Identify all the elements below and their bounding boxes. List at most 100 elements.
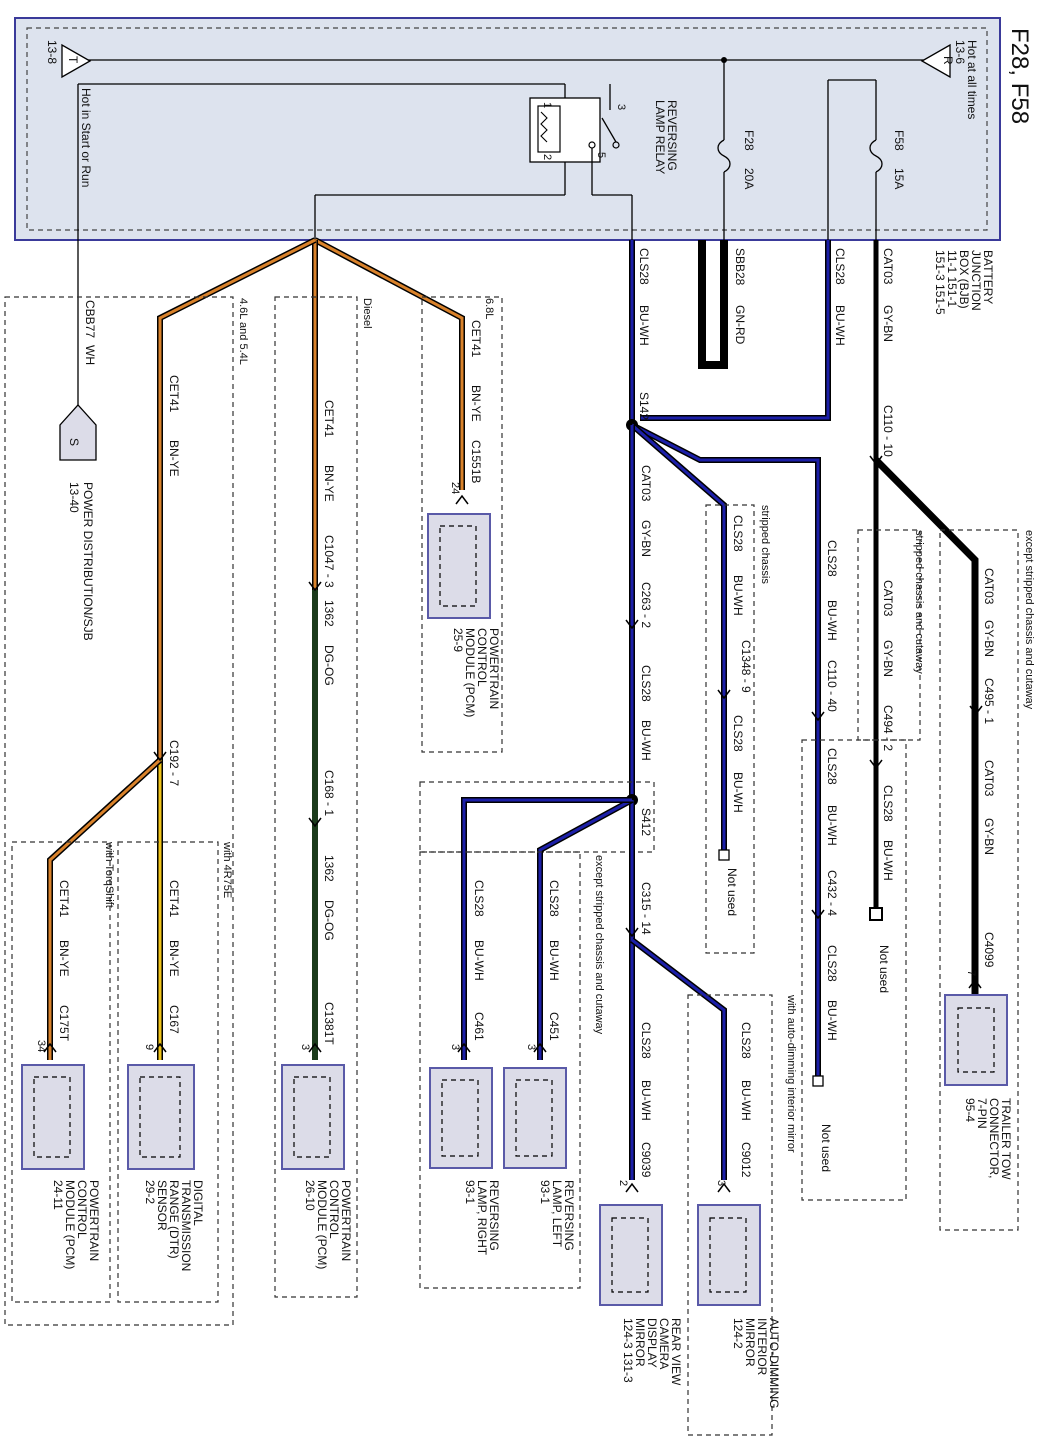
rear-view-camera-mirror — [599, 1204, 663, 1306]
wire-label-cet41-dtr: CET41 — [167, 880, 181, 918]
wire-sbb28-loop — [698, 240, 728, 369]
wire-color-cls28-camera: BU-WH — [639, 1080, 653, 1121]
fuse-f58-symbol — [869, 139, 883, 173]
relay-name-line-2: LAMP RELAY — [653, 100, 667, 174]
auto-dimming-line-2: INTERIOR — [755, 1318, 769, 1376]
cond-box-c432 — [801, 739, 907, 1201]
wire-label-1362-a: 1362 — [322, 600, 336, 627]
wire-cls28-mirror — [631, 938, 726, 1180]
marker-c1047 — [308, 581, 322, 592]
not-used-c432: Not used — [819, 1124, 833, 1172]
conn-c9012: C9012 — [739, 1142, 753, 1178]
conn-c9012-pin: 3 — [715, 1180, 727, 1186]
trailer-tow-line-2: CONNECTOR, — [987, 1098, 1001, 1178]
marker-c175t — [43, 1042, 57, 1053]
wire-label-cls28-c432b: CLS28 — [825, 945, 839, 982]
rear-view-camera-inner — [611, 1217, 649, 1293]
rear-view-camera-line-4: MIRROR — [633, 1318, 647, 1367]
cond-except-stripped: except stripped chassis and cutaway — [1023, 530, 1035, 710]
conn-c9039-pin: 2 — [617, 1180, 629, 1186]
marker-c461 — [457, 1042, 471, 1053]
conn-c263-2: C263 - 2 — [639, 582, 653, 628]
conn-c4099: C4099 — [982, 932, 996, 968]
dtr-line-5: 29-2 — [143, 1180, 157, 1204]
marker-c4099 — [968, 978, 982, 989]
conn-c451-pin: 3 — [525, 1044, 537, 1050]
dtr-sensor — [127, 1064, 195, 1170]
auto-dimming-inner — [709, 1217, 747, 1293]
wire-label-cat03-1: CAT03 — [881, 248, 895, 285]
conn-c168-1: C168 - 1 — [322, 770, 336, 816]
cap-not-used-c1348 — [718, 849, 730, 861]
wire-label-cls28-c432a: CLS28 — [825, 748, 839, 785]
trailer-tow-inner — [957, 1007, 995, 1073]
wire-label-cat03-3: CAT03 — [982, 760, 996, 797]
wire-color-cet41-gas: BN-YE — [167, 440, 181, 477]
pcm-ts-line-1: POWERTRAIN — [87, 1180, 101, 1261]
wire-color-cls28-trunk-b: BU-WH — [639, 720, 653, 761]
marker-c9012 — [717, 1182, 731, 1193]
wire-label-cls28-trunk-a: CAT03 — [639, 465, 653, 502]
wire-label-cbb77: CBB77 — [83, 300, 97, 338]
trailer-tow-line-4: 95-4 — [963, 1098, 977, 1122]
dtr-line-3: RANGE (DTR) — [167, 1180, 181, 1259]
auto-dimming-mirror — [697, 1204, 761, 1306]
relay-pin-5: 5 — [595, 152, 607, 158]
cond-box-stripped-cutaway — [857, 529, 921, 741]
hot-in-start-run-label: Hot in Start or Run — [79, 88, 93, 187]
rev-lamp-left-line-2: LAMP, LEFT — [550, 1180, 564, 1248]
pcm-68-line-4: 25-9 — [451, 628, 465, 652]
bjb-name-line-3: BOX (BJB) — [957, 250, 971, 309]
wire-label-cls28-1: CLS28 — [833, 248, 847, 285]
trailer-tow-line-3: 7-PIN — [975, 1098, 989, 1129]
power-distribution-label: POWER DISTRIBUTION/SJB — [81, 482, 95, 641]
cap-not-used-c432 — [812, 1075, 824, 1087]
pcm-68-line-2: CONTROL — [475, 628, 489, 687]
conn-c461: C461 — [472, 1012, 486, 1041]
wire-cls28-lamp-right — [462, 798, 632, 1060]
fuse-f28-rating: 20A — [742, 168, 756, 189]
cond-box-except-stripped — [939, 529, 1019, 1231]
marker-c110-40 — [811, 711, 825, 722]
pcm-68-inner — [439, 525, 477, 607]
cond-with-auto-dimming: with auto-dimming interior mirror — [785, 994, 797, 1153]
cond-stripped: stripped chassis — [759, 505, 771, 584]
conn-c451: C451 — [547, 1012, 561, 1041]
wire-color-sbb28: GN-RD — [733, 305, 747, 345]
wire-cls28-lamp-left — [538, 798, 633, 1060]
page-title: F28, F58 — [1006, 28, 1033, 124]
relay-coil — [537, 105, 561, 153]
marker-c432 — [811, 909, 825, 920]
wire-color-cet41-68: BN-YE — [469, 385, 483, 422]
rev-lamp-right-line-3: 93-1 — [463, 1180, 477, 1204]
cond-box-lamps — [419, 851, 581, 1289]
cond-engine-diesel: Diesel — [361, 298, 373, 329]
conn-c4099-pin: 7 — [965, 970, 977, 976]
wire-color-cet41-dtr: BN-YE — [167, 940, 181, 977]
conn-c110-10: C110 - 10 — [881, 405, 895, 457]
relay-switch-arm — [601, 117, 617, 143]
dtr-sensor-inner — [139, 1076, 181, 1158]
wire-cet41-torqshift — [48, 758, 162, 1060]
pcm-68 — [427, 513, 491, 619]
wire-label-cls28-trunk-b: CLS28 — [639, 665, 653, 702]
wire-label-cat03-2: CAT03 — [982, 568, 996, 605]
wire-color-cat03-1: GY-BN — [881, 305, 895, 342]
marker-c451 — [533, 1042, 547, 1053]
pcm-ts-line-3: MODULE (PCM) — [63, 1180, 77, 1269]
wire-color-cls28-left: BU-WH — [547, 940, 561, 981]
marker-c495 — [969, 705, 983, 716]
rev-lamp-left-line-1: REVERSING — [562, 1180, 576, 1251]
wire-label-cet41-ts: CET41 — [57, 880, 71, 918]
marker-c1381t — [308, 1042, 322, 1053]
connector-markers — [43, 455, 983, 1193]
marker-c1348 — [717, 689, 731, 700]
wire-label-cat03-4: CAT03 — [881, 580, 895, 617]
relay-name-line-1: REVERSING — [665, 100, 679, 171]
wire-cls28-loop — [640, 240, 830, 420]
rear-view-camera-line-2: CAMERA — [657, 1318, 671, 1369]
cond-with-torqshift: with TorqShift — [103, 841, 115, 908]
terminal-t-label: T — [66, 56, 80, 64]
wire-color-cat03-4: GY-BN — [881, 640, 895, 677]
